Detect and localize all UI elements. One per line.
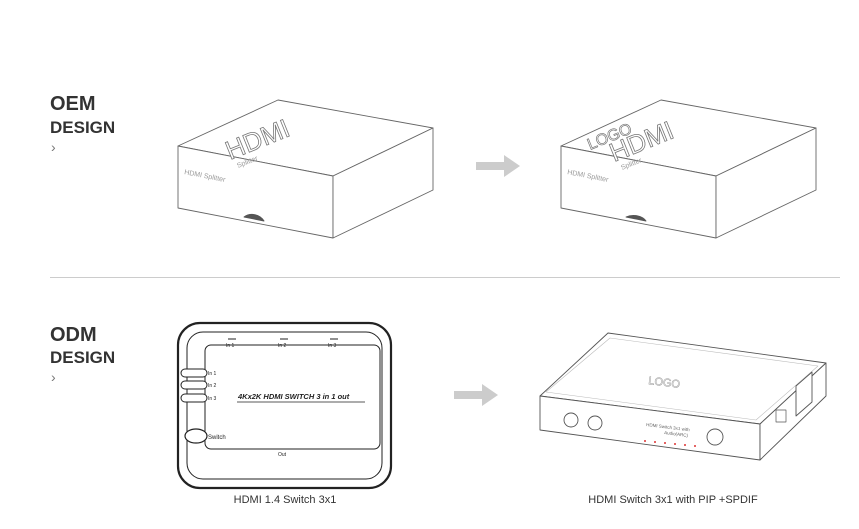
out-label: Out (278, 452, 287, 458)
switch-panel (176, 321, 393, 490)
box-left (177, 99, 434, 239)
oem-chevron-icon[interactable]: › (51, 139, 56, 155)
odm-chevron-icon[interactable]: › (51, 369, 56, 385)
arrow-right-icon (476, 155, 520, 177)
odm-subtitle: DESIGN (50, 348, 116, 367)
caption-right: HDMI Switch 3x1 with PIP +SPDIF (588, 494, 758, 506)
switch-label: Switch (208, 435, 226, 441)
device-logo: LOGO (648, 375, 681, 391)
in1-label: In 1 (208, 371, 217, 377)
in2-label: In 2 (208, 383, 217, 389)
device-model: HDMI Switch 3x1 with (646, 422, 691, 432)
device-leds (644, 440, 696, 447)
in1-top-label: In 1 (226, 343, 235, 349)
device-illustration (539, 332, 827, 461)
in2-top-label: In 2 (278, 343, 287, 349)
switch-title: 4Kx2K HDMI SWITCH 3 in 1 out (237, 392, 350, 401)
in3-label: In 3 (208, 396, 217, 402)
odm-title: ODM (50, 324, 97, 346)
in3-top-label: In 3 (328, 343, 337, 349)
caption-left: HDMI 1.4 Switch 3x1 (233, 494, 337, 506)
oem-subtitle: DESIGN (50, 118, 116, 137)
section-divider (50, 277, 840, 278)
arrow-right-icon-2 (454, 384, 498, 406)
device-sub: Audio(ARC) (664, 430, 689, 438)
oem-title: OEM (50, 93, 96, 115)
box-right (560, 99, 817, 239)
